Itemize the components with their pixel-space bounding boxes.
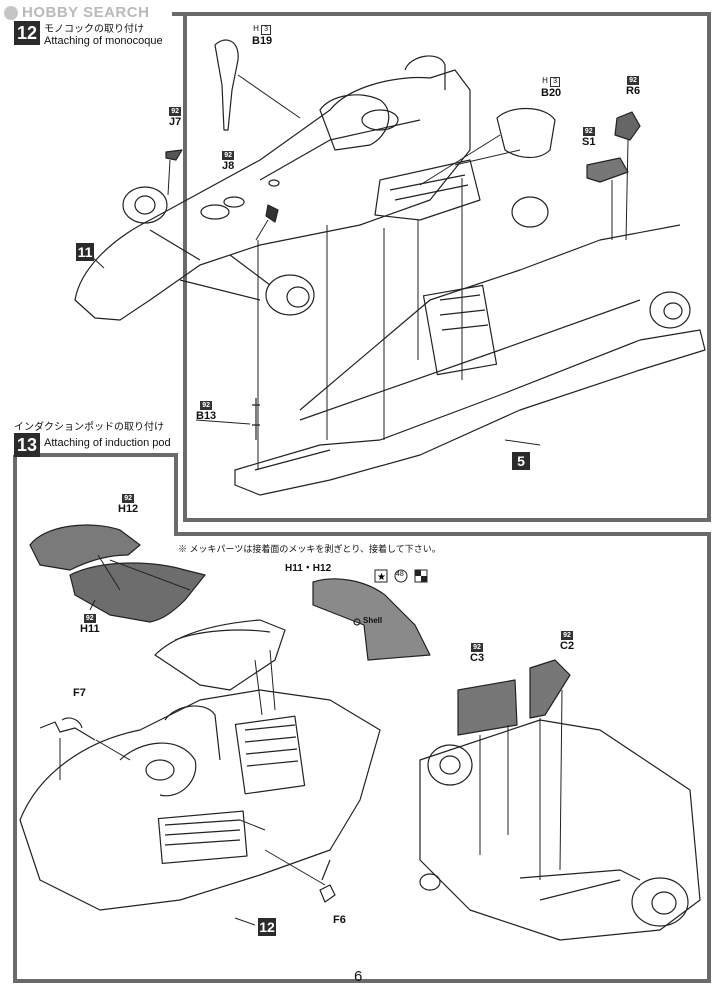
step-12-title-en: Attaching of monocoque <box>44 35 163 47</box>
watermark-logo-icon <box>4 5 18 20</box>
svg-text:★: ★ <box>377 572 386 583</box>
front-wheel-right <box>265 274 315 316</box>
part-h11-badge: 92 <box>83 614 96 623</box>
part-c3-badge: 92 <box>471 643 483 652</box>
c3-part <box>457 679 518 736</box>
page-number: 6 <box>354 968 363 985</box>
watermark: HOBBY SEARCH <box>4 4 149 21</box>
step-12-title-jp: モノコックの取り付け <box>44 24 144 35</box>
step-13-number: 13 <box>14 433 40 457</box>
step-12-number: 12 <box>14 21 40 45</box>
radiator-intake <box>157 810 248 864</box>
step-13-title-en: Attaching of induction pod <box>44 437 171 449</box>
ref-step-12: 12 <box>258 918 276 936</box>
part-h12-label: 92 H12 <box>118 491 138 515</box>
j7-part <box>165 149 183 161</box>
part-j8-badge: 92 <box>222 151 235 160</box>
decal-markers: ★ <box>374 569 428 583</box>
monocoque-body <box>74 69 471 321</box>
step-13-title-jp: インダクションポッドの取り付け <box>14 422 164 433</box>
part-s1-code: S1 <box>582 136 596 148</box>
part-h12-badge: 92 <box>122 494 134 503</box>
part-j7-code: J7 <box>169 116 182 128</box>
part-j7-badge: 92 <box>169 107 182 116</box>
part-r6-code: R6 <box>626 85 641 97</box>
part-c3-code: C3 <box>470 652 485 664</box>
part-h11-code: H11 <box>80 623 100 635</box>
part-f7-label: F7 <box>73 687 86 699</box>
f6-part <box>319 884 336 903</box>
part-b20-runner: H <box>542 76 548 85</box>
part-c2-code: C2 <box>560 640 575 652</box>
part-b19-label: H 3 B19 <box>252 23 272 47</box>
part-b19-count: 3 <box>261 25 272 35</box>
plating-note: ※ メッキパーツは接着面のメッキを剥ぎとり、接着して下さい。 <box>178 544 441 554</box>
s1-part <box>586 157 629 183</box>
car-body <box>19 689 381 911</box>
part-s1-label: 92 S1 <box>582 124 595 148</box>
part-b20-code: B20 <box>541 87 562 99</box>
part-r6-badge: 92 <box>627 76 639 85</box>
h11-part <box>69 562 206 623</box>
part-b20-count: 3 <box>550 77 561 87</box>
j8-part <box>265 204 279 223</box>
decal-title: H11・H12 <box>285 563 332 574</box>
r6-part <box>614 111 641 141</box>
b20-part <box>496 107 556 159</box>
b13-part <box>252 398 260 440</box>
decal-brand: Shell <box>363 616 383 625</box>
rear-wheel-13 <box>631 877 689 927</box>
part-h11-label: 92 H11 <box>80 611 100 635</box>
part-c3-label: 92 C3 <box>470 640 484 664</box>
part-b20-label: H 3 B20 <box>541 75 561 99</box>
part-b13-badge: 92 <box>200 401 212 410</box>
chassis-floor <box>234 329 706 496</box>
part-j7-label: 92 J7 <box>169 104 181 128</box>
part-r6-label: 92 R6 <box>626 73 640 97</box>
f7-part <box>39 721 96 741</box>
h12-part <box>29 524 141 571</box>
part-s1-badge: 92 <box>582 127 595 136</box>
decal-panel <box>312 578 431 661</box>
watermark-text: HOBBY SEARCH <box>22 4 150 21</box>
part-j8-code: J8 <box>222 160 235 172</box>
engine-block <box>422 284 498 376</box>
rear-suspension <box>419 719 701 941</box>
ref-step-5: 5 <box>512 452 530 470</box>
b19-part <box>214 39 239 131</box>
rear-wheel <box>649 291 691 329</box>
induction-pod-cover <box>154 619 286 691</box>
part-c2-label: 92 C2 <box>560 628 574 652</box>
part-h12-code: H12 <box>118 503 139 515</box>
part-f6-label: F6 <box>333 914 346 926</box>
ref-step-11: 11 <box>76 243 94 261</box>
part-j8-label: 92 J8 <box>222 148 234 172</box>
decal-number: 48 <box>396 571 404 578</box>
front-wheel-left <box>122 186 168 224</box>
part-b19-runner: H <box>253 24 259 33</box>
part-c2-badge: 92 <box>561 631 573 640</box>
c2-part <box>529 659 571 719</box>
part-b13-label: 92 B13 <box>196 398 216 422</box>
part-b19-code: B19 <box>252 35 273 47</box>
part-b13-code: B13 <box>196 410 217 422</box>
